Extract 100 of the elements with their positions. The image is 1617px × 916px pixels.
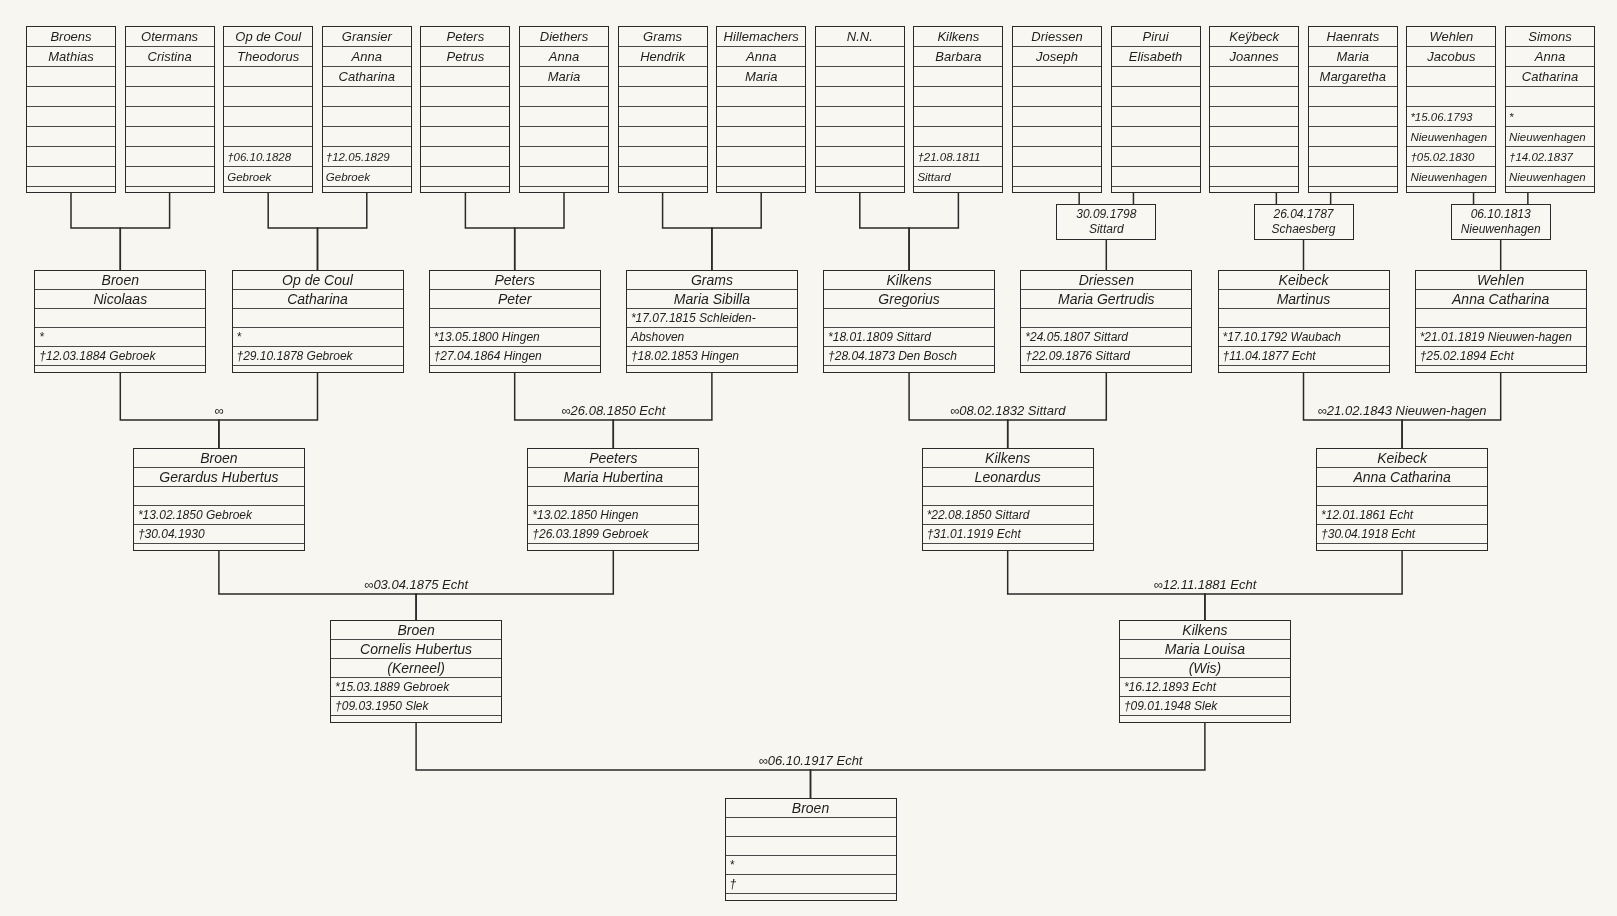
record-card (814, 26, 905, 193)
given-names-text: Cornelis Hubertus (360, 640, 473, 659)
surname-text: Op de Coul (282, 271, 353, 290)
given-names-text: Gregorius (878, 290, 940, 309)
given-names-text: Maria Sibilla (673, 290, 750, 309)
connector-line (218, 372, 319, 449)
given-names-text: Theodorus (237, 48, 300, 66)
record-card (617, 26, 708, 193)
record-card (724, 798, 897, 901)
surname-text: Haenrats (1326, 28, 1380, 46)
record-card (913, 26, 1004, 193)
marriage-label: ∞12.11.1881 Echt (1151, 577, 1259, 592)
marriage-label: ∞06.10.1917 Echt (756, 753, 865, 768)
record-entry-text: †25.02.1894 Echt (1419, 348, 1514, 365)
record-card (1209, 26, 1300, 193)
surname-text: Driessen (1078, 271, 1134, 290)
record-entry-text: * (39, 329, 44, 346)
surname-text: Keibeck (1377, 449, 1427, 468)
surname-text: Hillemachers (723, 28, 799, 46)
record-entry-text: †28.04.1873 Den Bosch (828, 348, 957, 365)
record-entry-text: *17.10.1792 Waubach (1222, 329, 1342, 346)
given-names-text: Leonardus (974, 468, 1041, 487)
record-entry-text: Nieuwenhagen (1410, 170, 1488, 185)
record-card (1110, 26, 1201, 193)
connector-line (1499, 239, 1502, 271)
record-entry-text: †12.03.1884 Gebroek (39, 348, 156, 365)
given-names-text: Cristina (147, 48, 192, 66)
marriage-label: ∞03.04.1875 Echt (362, 577, 471, 592)
given-names-text: Anna Maria (744, 48, 778, 86)
record-card (527, 448, 700, 551)
surname-text: Keÿbeck (1229, 28, 1280, 46)
record-entry-text: Sittard (917, 170, 951, 185)
surname-text: Wehlen (1477, 271, 1525, 290)
record-card (519, 26, 609, 193)
marriage-date-text: 30.09.1798 Sittard (1076, 207, 1137, 237)
marriage-record-box (1253, 204, 1354, 240)
record-entry-text: †30.04.1918 Echt (1321, 526, 1416, 543)
surname-text: N.N. (846, 28, 873, 46)
record-entry-text: Gebroek (227, 170, 272, 185)
given-names-text: Joannes (1229, 48, 1279, 66)
record-entry-text: †22.09.1876 Sittard (1025, 348, 1131, 365)
record-entry-text: *13.02.1850 Hingen (532, 507, 639, 524)
surname-text: Pirui (1142, 28, 1169, 46)
record-card (1406, 26, 1497, 193)
given-names-text: Peter (497, 290, 532, 309)
record-entry-text: †18.02.1853 Hingen (630, 348, 739, 365)
given-names-text: Maria Louisa (1164, 640, 1245, 659)
connector-line (1401, 372, 1502, 449)
marriage-date-text: 06.10.1813 Nieuwenhagen (1460, 207, 1541, 237)
record-entry-text: †26.03.1899 Gebroek (532, 526, 649, 543)
given-names-text: Mathias (48, 48, 94, 66)
given-names-text: Anna Maria (547, 48, 581, 86)
surname-text: Kilkens (937, 28, 980, 46)
given-names-text: Petrus (446, 48, 485, 66)
surname-text: Peters (446, 28, 485, 46)
surname-text: Gransier (341, 28, 392, 46)
record-entry-text: *13.05.1800 Hingen (433, 329, 540, 346)
record-entry-text: †12.05.1829 (325, 150, 390, 165)
surname-text: Grams (690, 271, 733, 290)
record-card (1217, 270, 1390, 373)
record-card (34, 270, 207, 373)
record-card (428, 270, 601, 373)
record-card (132, 448, 305, 551)
record-entry-text: †27.04.1864 Hingen (433, 348, 542, 365)
record-card (921, 448, 1094, 551)
record-card (321, 26, 412, 193)
surname-text: Keibeck (1278, 271, 1329, 290)
given-names-text: Catharina (287, 290, 348, 309)
record-entry-text: *13.02.1850 Gebroek (137, 507, 252, 524)
given-names-text: Maria Margaretha (1319, 48, 1387, 86)
marriage-record-box (1450, 204, 1551, 240)
record-card (223, 26, 314, 193)
record-card (1307, 26, 1398, 193)
given-names-text: Gerardus Hubertus (159, 468, 279, 487)
record-entry-text: †21.08.1811 (917, 150, 981, 165)
marriage-label: ∞08.02.1832 Sittard (947, 403, 1068, 418)
connector-line (415, 550, 615, 621)
record-entry-text: *21.01.1819 Nieuwen-hagen (1419, 329, 1572, 346)
given-names-text: Nicolaas (93, 290, 148, 309)
record-entry-text: †09.03.1950 Slek (335, 698, 429, 715)
record-card (231, 270, 404, 373)
record-entry-text: *17.07.1815 Schleiden-Abshoven (630, 310, 757, 346)
connector-line (316, 192, 368, 271)
record-card (1020, 270, 1193, 373)
given-names-text: Joseph (1036, 48, 1078, 66)
record-card (716, 26, 807, 193)
record-entry-text: *22.08.1850 Sittard (926, 507, 1030, 524)
record-card (1505, 26, 1595, 193)
record-card (124, 26, 215, 193)
connector-line (119, 192, 171, 271)
record-entry-text: † (729, 876, 737, 893)
given-names-text: Anna Catharina (1353, 468, 1451, 487)
record-entry-text: *15.03.1889 Gebroek (335, 679, 450, 696)
connector-line (1204, 550, 1403, 621)
surname-text: Grams (643, 28, 683, 46)
given-names-text: Maria Hubertina (563, 468, 664, 487)
record-entry-text: Nieuwenhagen (1410, 130, 1488, 145)
record-entry-text: * (236, 329, 242, 346)
connector-line (1105, 239, 1108, 271)
surname-text: Broen (791, 799, 830, 818)
